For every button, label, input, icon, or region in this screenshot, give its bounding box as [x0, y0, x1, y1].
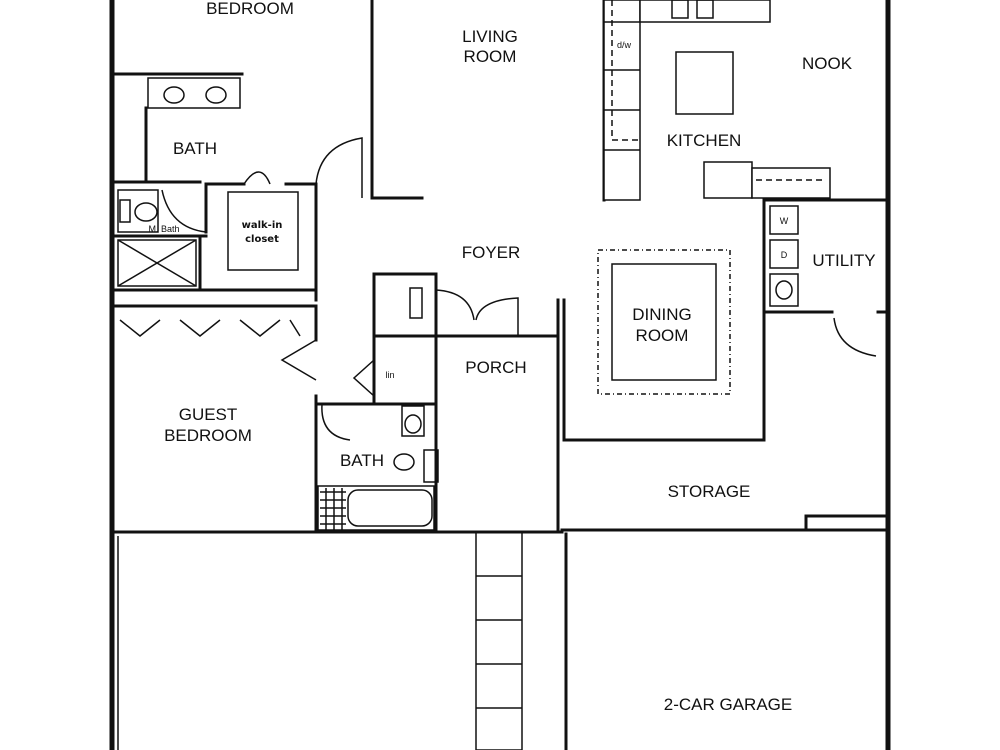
- vanity-icon: [423, 449, 439, 483]
- kitchen-label: KITCHEN: [667, 131, 742, 150]
- door-swing: [833, 317, 877, 357]
- door-swing: [315, 137, 363, 198]
- utility-label: UTILITY: [812, 251, 875, 270]
- dining-area: [562, 249, 766, 442]
- walkway: [475, 531, 523, 750]
- fixture-labels: walk-in closet W D d/w M. Bath lin: [148, 40, 788, 380]
- washer-box: [769, 205, 799, 235]
- guest-bedroom-label-line1: GUEST: [179, 405, 238, 424]
- kitchen-walls: [602, 0, 831, 202]
- dining-room-label-line2: ROOM: [636, 326, 689, 345]
- walk-in-closet-label-line1: walk-in: [242, 220, 283, 231]
- vanity-counter: [147, 77, 241, 109]
- exterior-walls: [109, 0, 891, 750]
- tank-icon: [119, 199, 131, 223]
- utility-sink-box: [769, 273, 799, 307]
- master-suite-walls: [110, 0, 424, 337]
- door-swing: [352, 359, 375, 397]
- door-swing: [161, 189, 207, 233]
- toilet-area: [117, 189, 159, 233]
- garage-walls: [117, 514, 890, 750]
- utility-walls: [762, 198, 890, 442]
- walk-in-closet-label-line2: closet: [245, 234, 279, 245]
- dryer-box: [769, 239, 799, 269]
- washer-label: W: [780, 216, 789, 226]
- door-swing: [475, 297, 519, 336]
- foyer-walls: [372, 272, 560, 534]
- garage-label: 2-CAR GARAGE: [664, 695, 792, 714]
- walk-in-closet-outline: [227, 191, 299, 271]
- kitchen-island: [675, 51, 734, 115]
- sink-icon: [775, 280, 793, 300]
- foyer-label: FOYER: [462, 243, 521, 262]
- toilet-tank: [401, 405, 425, 437]
- linen-closet-label: lin: [385, 370, 394, 380]
- kitchen-counter: [603, 0, 641, 201]
- door-swing: [435, 289, 475, 321]
- room-labels: BEDROOM LIVING ROOM NOOK BATH KITCHEN FO…: [164, 0, 876, 714]
- sink-icon: [205, 86, 227, 104]
- living-room-label-line2: ROOM: [464, 47, 517, 66]
- door-swing: [280, 339, 317, 381]
- guest-walls: [280, 304, 439, 534]
- peninsula-counter: [751, 167, 831, 199]
- storage-label: STORAGE: [668, 482, 751, 501]
- sink-icon: [163, 86, 185, 104]
- dishwasher-label: d/w: [617, 40, 632, 50]
- shower-stall: [117, 239, 197, 287]
- dining-room-label-line1: DINING: [632, 305, 692, 324]
- toilet-icon: [134, 202, 158, 222]
- tile-pattern: [320, 488, 346, 530]
- sink-icon: [671, 0, 689, 19]
- nook-label: NOOK: [802, 54, 853, 73]
- living-room-label-line1: LIVING: [462, 27, 518, 46]
- master-bath-label: BATH: [173, 139, 217, 158]
- dryer-label: D: [781, 250, 788, 260]
- tub-basin: [347, 489, 433, 527]
- closet-rod: [409, 287, 423, 319]
- door-swing: [321, 403, 351, 441]
- bathtub: [317, 485, 435, 531]
- bedroom-label: BEDROOM: [206, 0, 294, 18]
- dining-table-outline: [597, 249, 731, 395]
- closet-bifold-doors: [119, 319, 301, 337]
- sink-icon: [696, 0, 714, 19]
- toilet-icon: [404, 414, 422, 434]
- counter-block: [703, 161, 753, 199]
- guest-bedroom-label-line2: BEDROOM: [164, 426, 252, 445]
- sink-icon: [393, 453, 415, 471]
- door-swing: [243, 171, 271, 185]
- master-bath-small-label: M. Bath: [148, 224, 179, 234]
- dining-table: [611, 263, 717, 381]
- coat-closet: [372, 272, 438, 338]
- guest-bath-label: BATH: [340, 451, 384, 470]
- porch-label: PORCH: [465, 358, 526, 377]
